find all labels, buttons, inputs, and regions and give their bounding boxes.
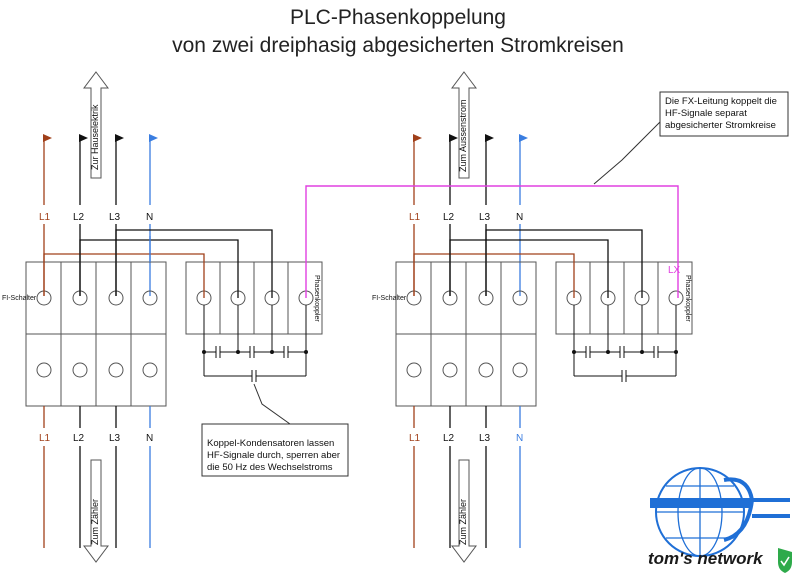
right-arrow-top-label: Zum Aussenstrom — [458, 99, 468, 172]
left-top-l1: L1 — [39, 212, 51, 223]
capacitor-note: Koppel-Kondensatoren lassen HF-Signale d… — [201, 383, 349, 477]
capacitor-note-line-3: die 50 Hz des Wechselstroms — [207, 462, 333, 473]
right-top-l1: L1 — [409, 212, 421, 223]
right-bottom-l1: L1 — [409, 433, 421, 444]
left-arrow-bottom: Zum Zähler — [83, 459, 109, 563]
title-line-1: PLC-Phasenkoppelung — [290, 6, 506, 29]
left-fi-switch: FI-Schalter — [2, 261, 167, 407]
right-capacitor-network — [572, 305, 678, 382]
capacitor-note-line-2: HF-Signale durch, sperren aber — [207, 450, 340, 461]
left-top-n: N — [146, 212, 153, 223]
left-arrow-top-label: Zur Hauselektrik — [90, 104, 100, 170]
left-bottom-l2: L2 — [73, 433, 85, 444]
left-bottom-n: N — [146, 433, 153, 444]
right-coupler-label: Phasenkoppler — [684, 275, 691, 322]
fx-line-note: Die FX-Leitung koppelt die HF-Signale se… — [593, 91, 789, 185]
left-capacitor-network — [202, 305, 308, 382]
right-top-l2: L2 — [443, 212, 455, 223]
title-line-2: von zwei dreiphasig abgesicherten Stromk… — [172, 34, 624, 57]
fx-note-line-1: Die FX-Leitung koppelt die — [665, 96, 777, 107]
right-circuit: Zum Aussenstrom Zum Zähler L1 L2 L3 N — [372, 71, 693, 563]
left-bottom-l1: L1 — [39, 433, 51, 444]
capacitor-note-line-1: Koppel-Kondensatoren lassen — [207, 438, 334, 449]
globe-trident-icon — [650, 467, 790, 557]
left-circuit: Zur Hauselektrik Zum Zähler L1 L2 L3 N — [2, 71, 323, 563]
right-lx-label: LX — [668, 265, 681, 276]
right-arrow-bottom-label: Zum Zähler — [458, 499, 468, 545]
left-bottom-l3: L3 — [109, 433, 121, 444]
right-fi-switch: FI-Schalter — [372, 261, 537, 407]
left-arrow-bottom-label: Zum Zähler — [90, 499, 100, 545]
right-arrow-top: Zum Aussenstrom — [451, 71, 477, 179]
right-bottom-n: N — [516, 433, 523, 444]
toms-network-logo: tom's network — [648, 467, 792, 573]
left-phase-coupler: Phasenkoppler — [185, 261, 323, 335]
right-bottom-l3: L3 — [479, 433, 491, 444]
left-coupler-label: Phasenkoppler — [313, 275, 320, 322]
left-top-l3: L3 — [109, 212, 121, 223]
left-top-l2: L2 — [73, 212, 85, 223]
fx-note-line-3: abgesicherter Stromkreise — [665, 120, 776, 131]
logo-text: tom's network — [648, 549, 764, 568]
right-fi-label: FI-Schalter — [372, 295, 407, 302]
right-arrow-bottom: Zum Zähler — [451, 459, 477, 563]
left-fi-label: FI-Schalter — [2, 295, 37, 302]
fx-line — [305, 185, 679, 298]
right-top-l3: L3 — [479, 212, 491, 223]
check-shield-icon — [778, 548, 792, 573]
fx-note-line-2: HF-Signale separat — [665, 108, 747, 119]
right-bottom-l2: L2 — [443, 433, 455, 444]
right-top-n: N — [516, 212, 523, 223]
right-phase-coupler: Phasenkoppler LX — [555, 261, 693, 335]
left-arrow-top: Zur Hauselektrik — [83, 71, 109, 179]
